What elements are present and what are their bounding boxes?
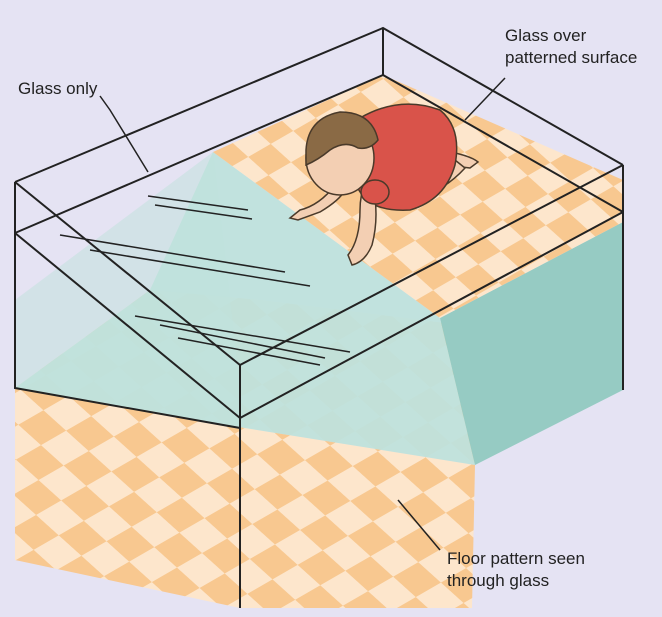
label-glass-over-line1: Glass over (505, 26, 587, 45)
glass-box (14, 26, 624, 608)
floor-pattern (15, 388, 475, 608)
label-floor-line1: Floor pattern seen (447, 549, 585, 568)
label-glass-only: Glass only (18, 78, 97, 100)
label-glass-over-line2: patterned surface (505, 48, 638, 67)
cliff-front-face (440, 222, 623, 465)
label-floor-line2: through glass (447, 571, 550, 590)
glass-reflection-lines (59, 195, 351, 366)
label-glass-over-patterned: Glass over patterned surface (505, 25, 637, 69)
cliff-edge-face (15, 152, 245, 428)
baby-figure (288, 103, 480, 266)
leader-lines (99, 77, 506, 551)
label-floor-pattern: Floor pattern seen through glass (447, 548, 585, 592)
label-glass-only-text: Glass only (18, 79, 98, 98)
